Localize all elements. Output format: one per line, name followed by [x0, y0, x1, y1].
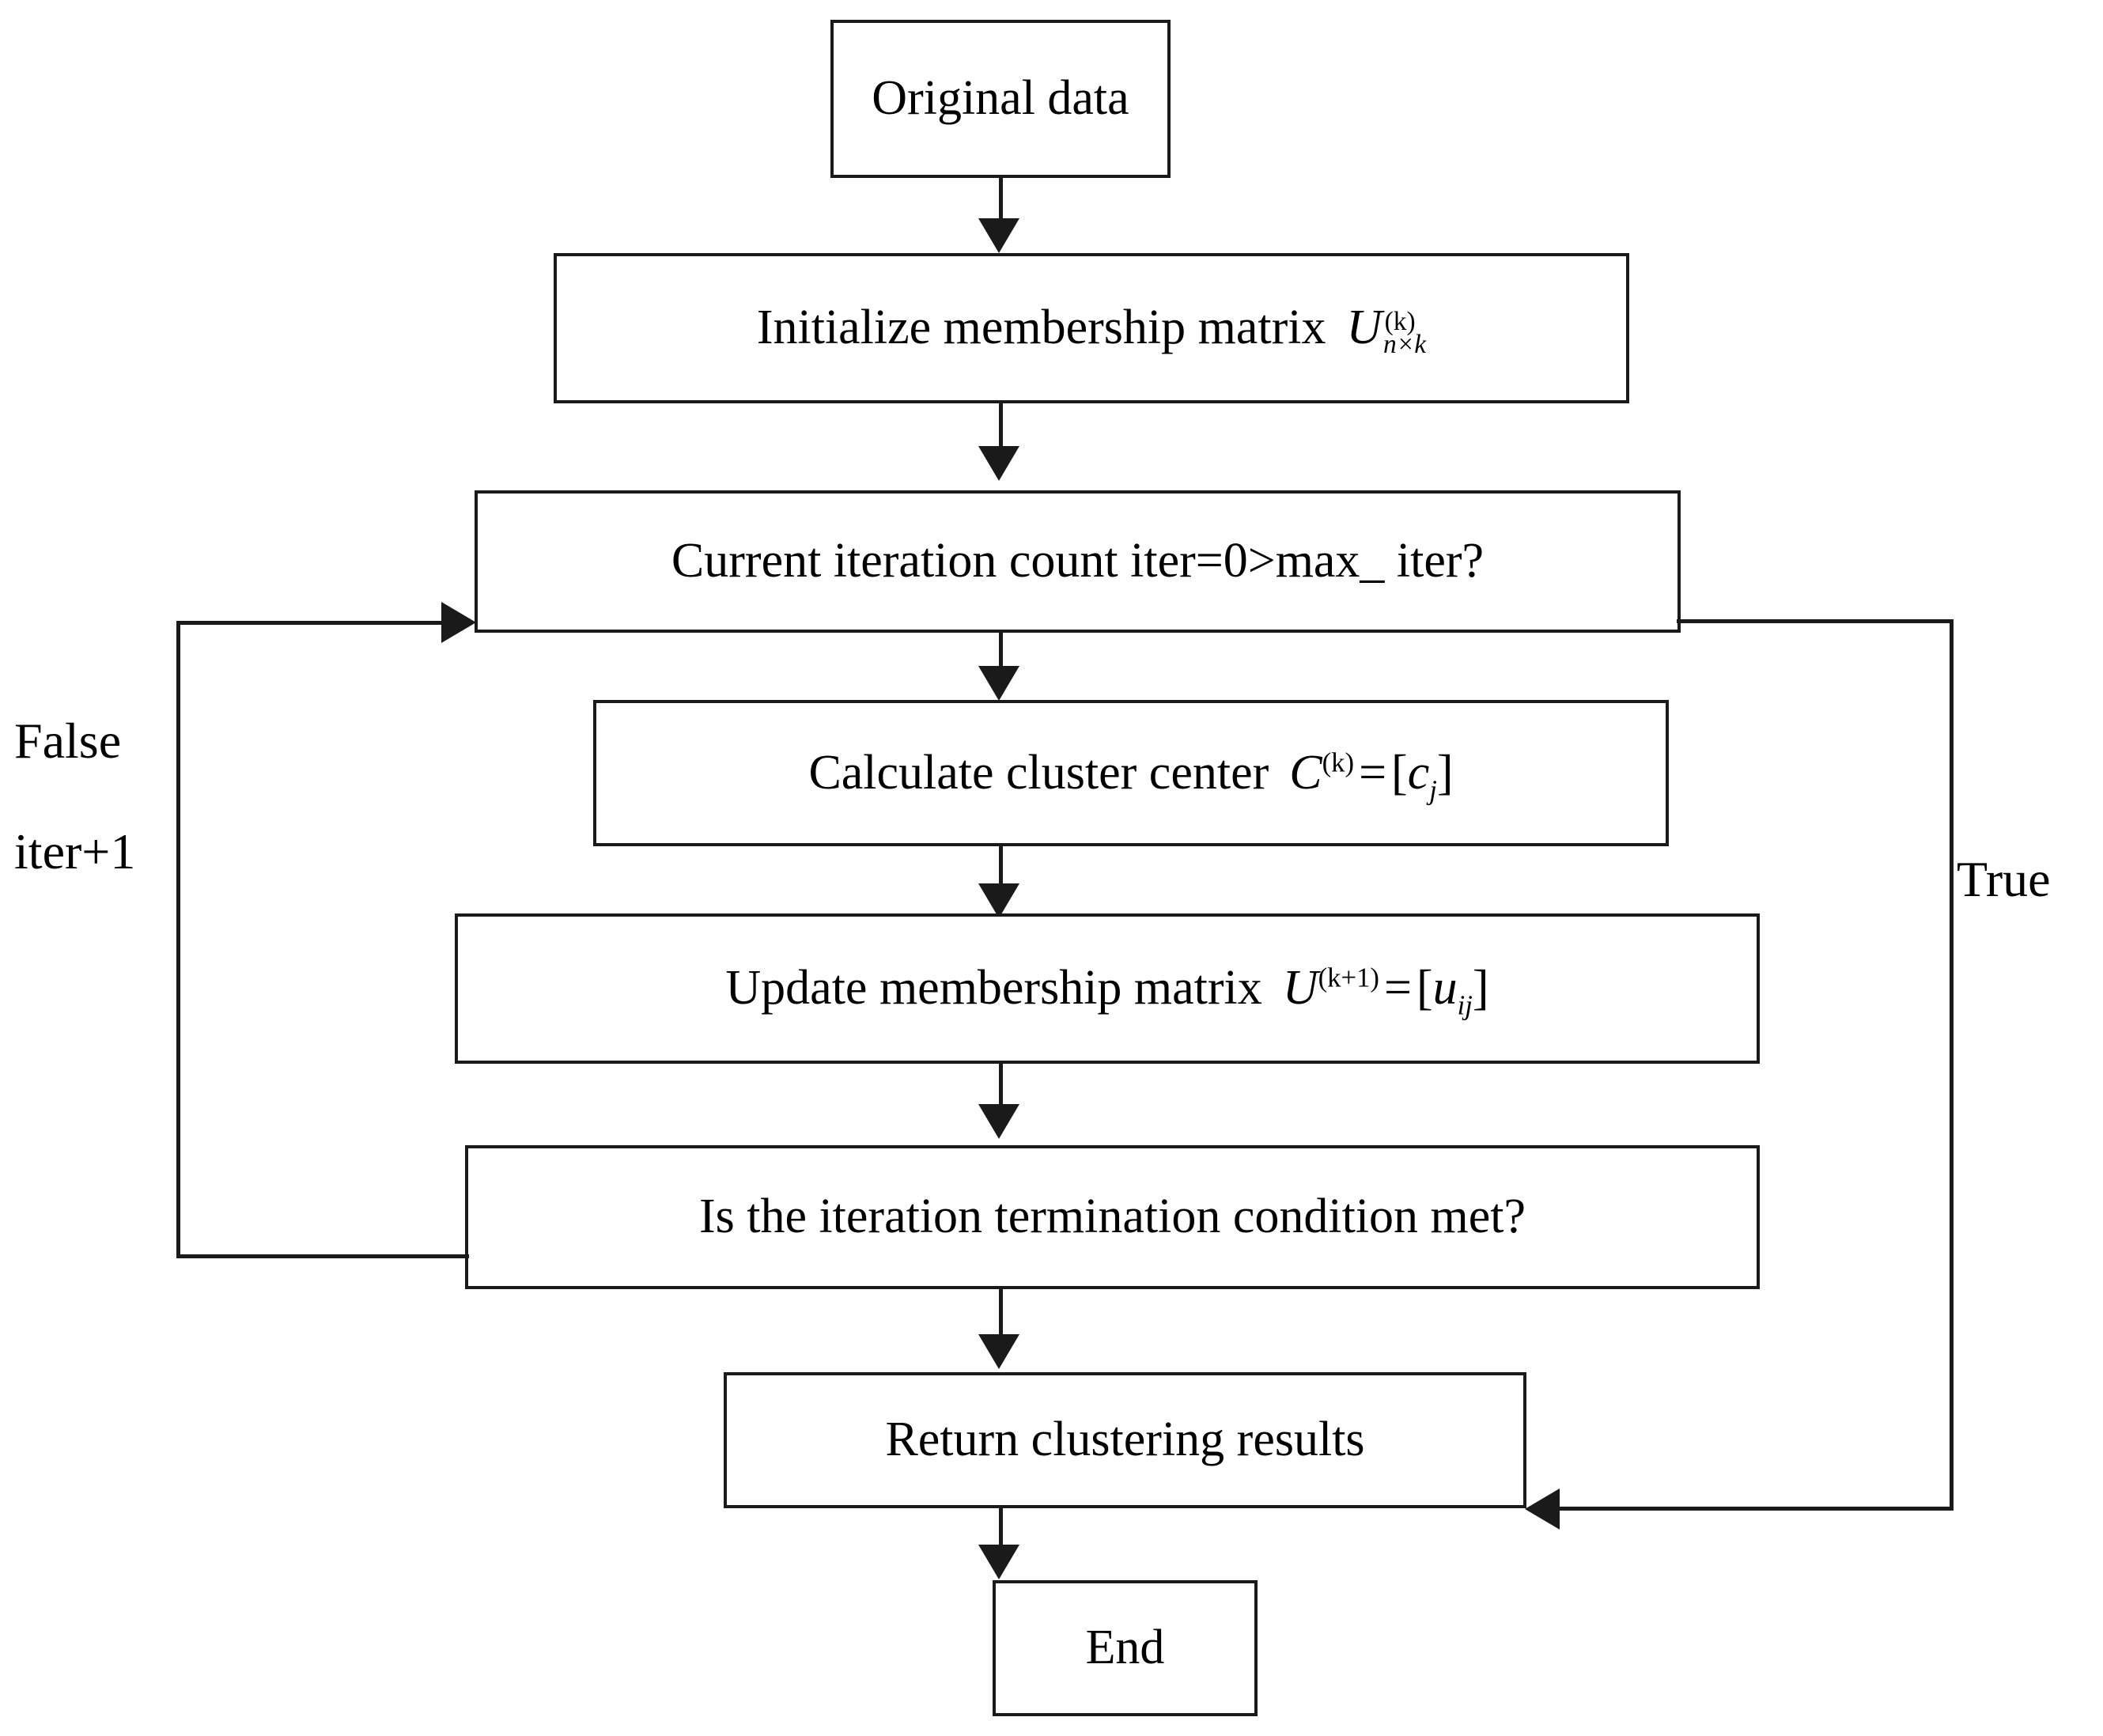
node-update-matrix-rhs-symbol: u	[1432, 961, 1458, 1016]
node-iteration-check-label: Current iteration count iter=0>max_ iter…	[671, 534, 1485, 588]
connector-iteration-check-to-calculate	[999, 633, 1003, 672]
arrowhead-return-to-end	[978, 1545, 1019, 1579]
node-calculate-center-open-bracket: [	[1391, 745, 1408, 800]
connector-false-loop-bottom	[176, 1254, 469, 1258]
node-calculate-center-symbol: C	[1289, 745, 1322, 800]
node-return-results-label: Return clustering results	[885, 1413, 1365, 1467]
node-calculate-center[interactable]: Calculate cluster center C(k)=[cj]	[593, 700, 1669, 846]
arrowhead-iteration-check-to-calculate	[978, 666, 1019, 701]
node-return-results[interactable]: Return clustering results	[724, 1372, 1526, 1508]
node-end[interactable]: End	[993, 1580, 1258, 1716]
node-update-matrix-equals: =	[1384, 961, 1412, 1016]
connector-update-to-termination-check	[999, 1064, 1003, 1107]
node-update-matrix-superscript: (k+1)	[1318, 962, 1379, 993]
arrowhead-update-to-termination-check	[978, 1104, 1019, 1139]
node-calculate-center-equals: =	[1359, 745, 1387, 800]
node-update-matrix-close-bracket: ]	[1472, 961, 1489, 1016]
edge-label-true: True	[1957, 851, 2051, 907]
arrowhead-termination-check-to-return	[978, 1334, 1019, 1369]
node-calculate-center-rhs-symbol: c	[1407, 745, 1430, 800]
node-update-matrix[interactable]: Update membership matrix U(k+1)=[uij]	[455, 913, 1760, 1064]
connector-original-to-initialize	[999, 178, 1003, 221]
node-calculate-center-close-bracket: ]	[1436, 745, 1454, 800]
node-update-matrix-symbol: U	[1282, 961, 1318, 1016]
connector-false-loop-vertical	[176, 622, 180, 1257]
connector-initialize-to-iteration-check	[999, 403, 1003, 449]
node-initialize-matrix-symbol: U	[1346, 300, 1382, 354]
node-initialize-matrix[interactable]: Initialize membership matrix U(k)n×k	[554, 253, 1629, 403]
node-initialize-matrix-indices: (k)n×k	[1382, 307, 1427, 359]
arrowhead-true-loop	[1525, 1488, 1560, 1530]
connector-true-loop-top	[1677, 619, 1954, 623]
node-calculate-center-rhs-subscript: j	[1429, 774, 1437, 806]
connector-return-to-end	[999, 1508, 1003, 1548]
node-update-matrix-label: Update membership matrix	[725, 961, 1262, 1016]
node-update-matrix-open-bracket: [	[1416, 961, 1433, 1016]
node-initialize-matrix-subscript: n×k	[1382, 329, 1427, 359]
edge-label-iter-increment: iter+1	[14, 823, 136, 879]
edge-label-false: False	[14, 713, 122, 769]
node-original-data[interactable]: Original data	[830, 20, 1171, 178]
connector-calculate-to-update	[999, 846, 1003, 890]
node-update-matrix-rhs-subscript: ij	[1457, 989, 1473, 1021]
node-initialize-matrix-superscript: (k)	[1384, 307, 1416, 337]
arrowhead-false-loop	[441, 602, 476, 643]
connector-true-loop-bottom	[1558, 1507, 1954, 1511]
arrowhead-initialize-to-iteration-check	[978, 446, 1019, 481]
connector-false-loop-top	[176, 621, 445, 625]
arrowhead-calculate-to-update	[978, 883, 1019, 918]
node-iteration-check[interactable]: Current iteration count iter=0>max_ iter…	[475, 490, 1681, 633]
node-original-data-label: Original data	[872, 71, 1129, 126]
node-termination-check[interactable]: Is the iteration termination condition m…	[465, 1145, 1760, 1289]
node-initialize-matrix-label: Initialize membership matrix	[756, 300, 1326, 354]
node-termination-check-label: Is the iteration termination condition m…	[698, 1189, 1526, 1244]
connector-true-loop-vertical	[1950, 619, 1954, 1509]
node-calculate-center-label: Calculate cluster center	[808, 745, 1269, 800]
node-end-label: End	[1085, 1621, 1165, 1675]
arrowhead-original-to-initialize	[978, 218, 1019, 253]
node-calculate-center-superscript: (k)	[1322, 747, 1355, 778]
connector-termination-check-to-return	[999, 1289, 1003, 1337]
